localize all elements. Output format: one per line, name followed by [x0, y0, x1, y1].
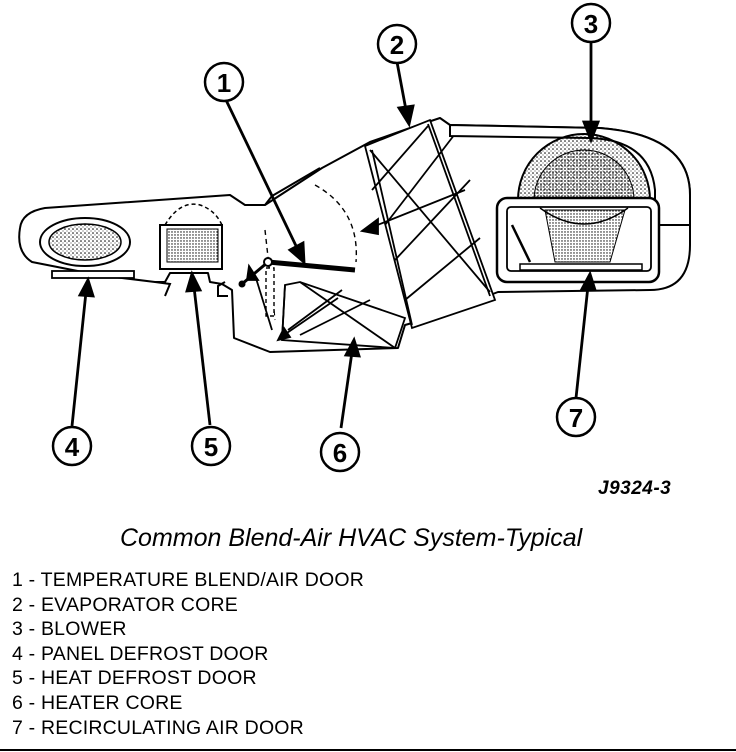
legend-item-4: 4 - PANEL DEFROST DOOR — [12, 642, 269, 665]
figure-id: J9324-3 — [598, 478, 672, 499]
callout-3: 3 — [584, 9, 598, 39]
legend-item-1: 1 - TEMPERATURE BLEND/AIR DOOR — [12, 569, 365, 591]
legend-item-2: 2 - EVAPORATOR CORE — [12, 593, 238, 616]
figure-caption: Common Blend-Air HVAC System-Typical — [120, 524, 583, 552]
bottom-rule — [0, 749, 736, 751]
legend-item-6: 6 - HEATER CORE — [12, 691, 183, 714]
callout-1: 1 — [217, 68, 231, 98]
legend-item-3: 3 - BLOWER — [12, 618, 127, 641]
callout-2: 2 — [390, 30, 404, 60]
callout-circle-1 — [203, 61, 245, 103]
panel-defrost-outlet — [39, 217, 135, 279]
housing-outline — [18, 117, 691, 353]
legend-item-5: 5 - HEAT DEFROST DOOR — [12, 667, 257, 690]
callout-6: 6 — [333, 438, 347, 468]
legend-list: 1 - TEMPERATURE BLEND/AIR DOOR 2 - EVAPO… — [12, 568, 364, 740]
legend-item-7: 7 - RECIRCULATING AIR DOOR — [12, 716, 304, 739]
callout-4: 4 — [65, 432, 80, 462]
evaporator-core — [363, 118, 497, 330]
hvac-diagram: 1 2 3 4 5 6 7 — [18, 2, 691, 473]
heat-defrost-door — [159, 203, 223, 270]
callout-circle-4 — [51, 425, 93, 467]
callout-circle-2 — [376, 23, 418, 65]
callout-circle-7 — [555, 396, 597, 438]
callout-7: 7 — [569, 403, 583, 433]
callout-circle-6 — [319, 431, 361, 473]
temperature-blend-door — [238, 257, 356, 317]
callout-5: 5 — [204, 432, 218, 462]
recirculating-air-door — [495, 196, 661, 284]
callout-circle-5 — [190, 425, 232, 467]
callout-circle-3 — [570, 2, 612, 44]
heater-core — [281, 281, 407, 349]
